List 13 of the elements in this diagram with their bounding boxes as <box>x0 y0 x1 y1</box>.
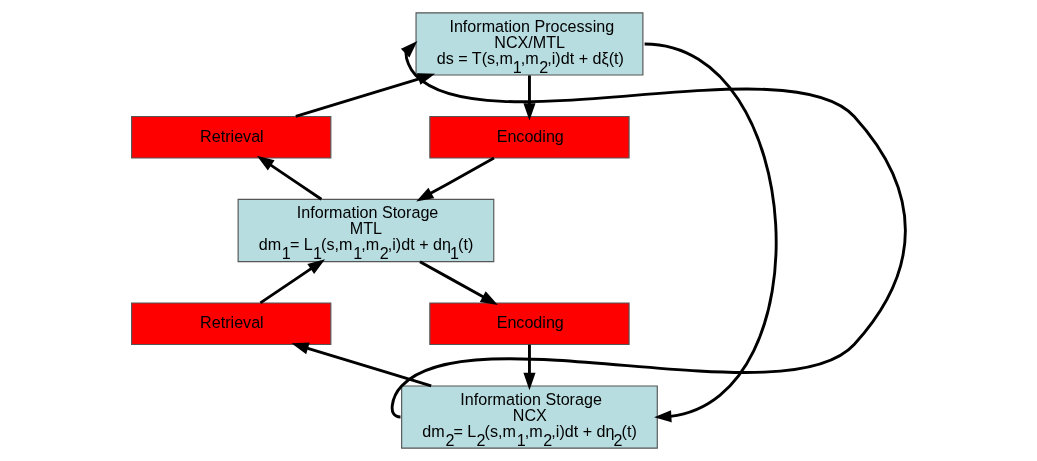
arrow <box>644 42 778 423</box>
arrow <box>291 342 432 388</box>
arrow <box>523 344 536 391</box>
arrow <box>419 260 498 306</box>
arrow <box>416 156 495 202</box>
arrow <box>523 75 536 121</box>
node-box: Retrieval <box>131 302 332 346</box>
arrow <box>256 155 323 201</box>
arrow <box>259 259 326 305</box>
node-box: Retrieval <box>131 115 332 159</box>
arrow <box>295 73 436 118</box>
node-box: Encoding <box>429 115 630 159</box>
node-box: Encoding <box>429 302 630 346</box>
